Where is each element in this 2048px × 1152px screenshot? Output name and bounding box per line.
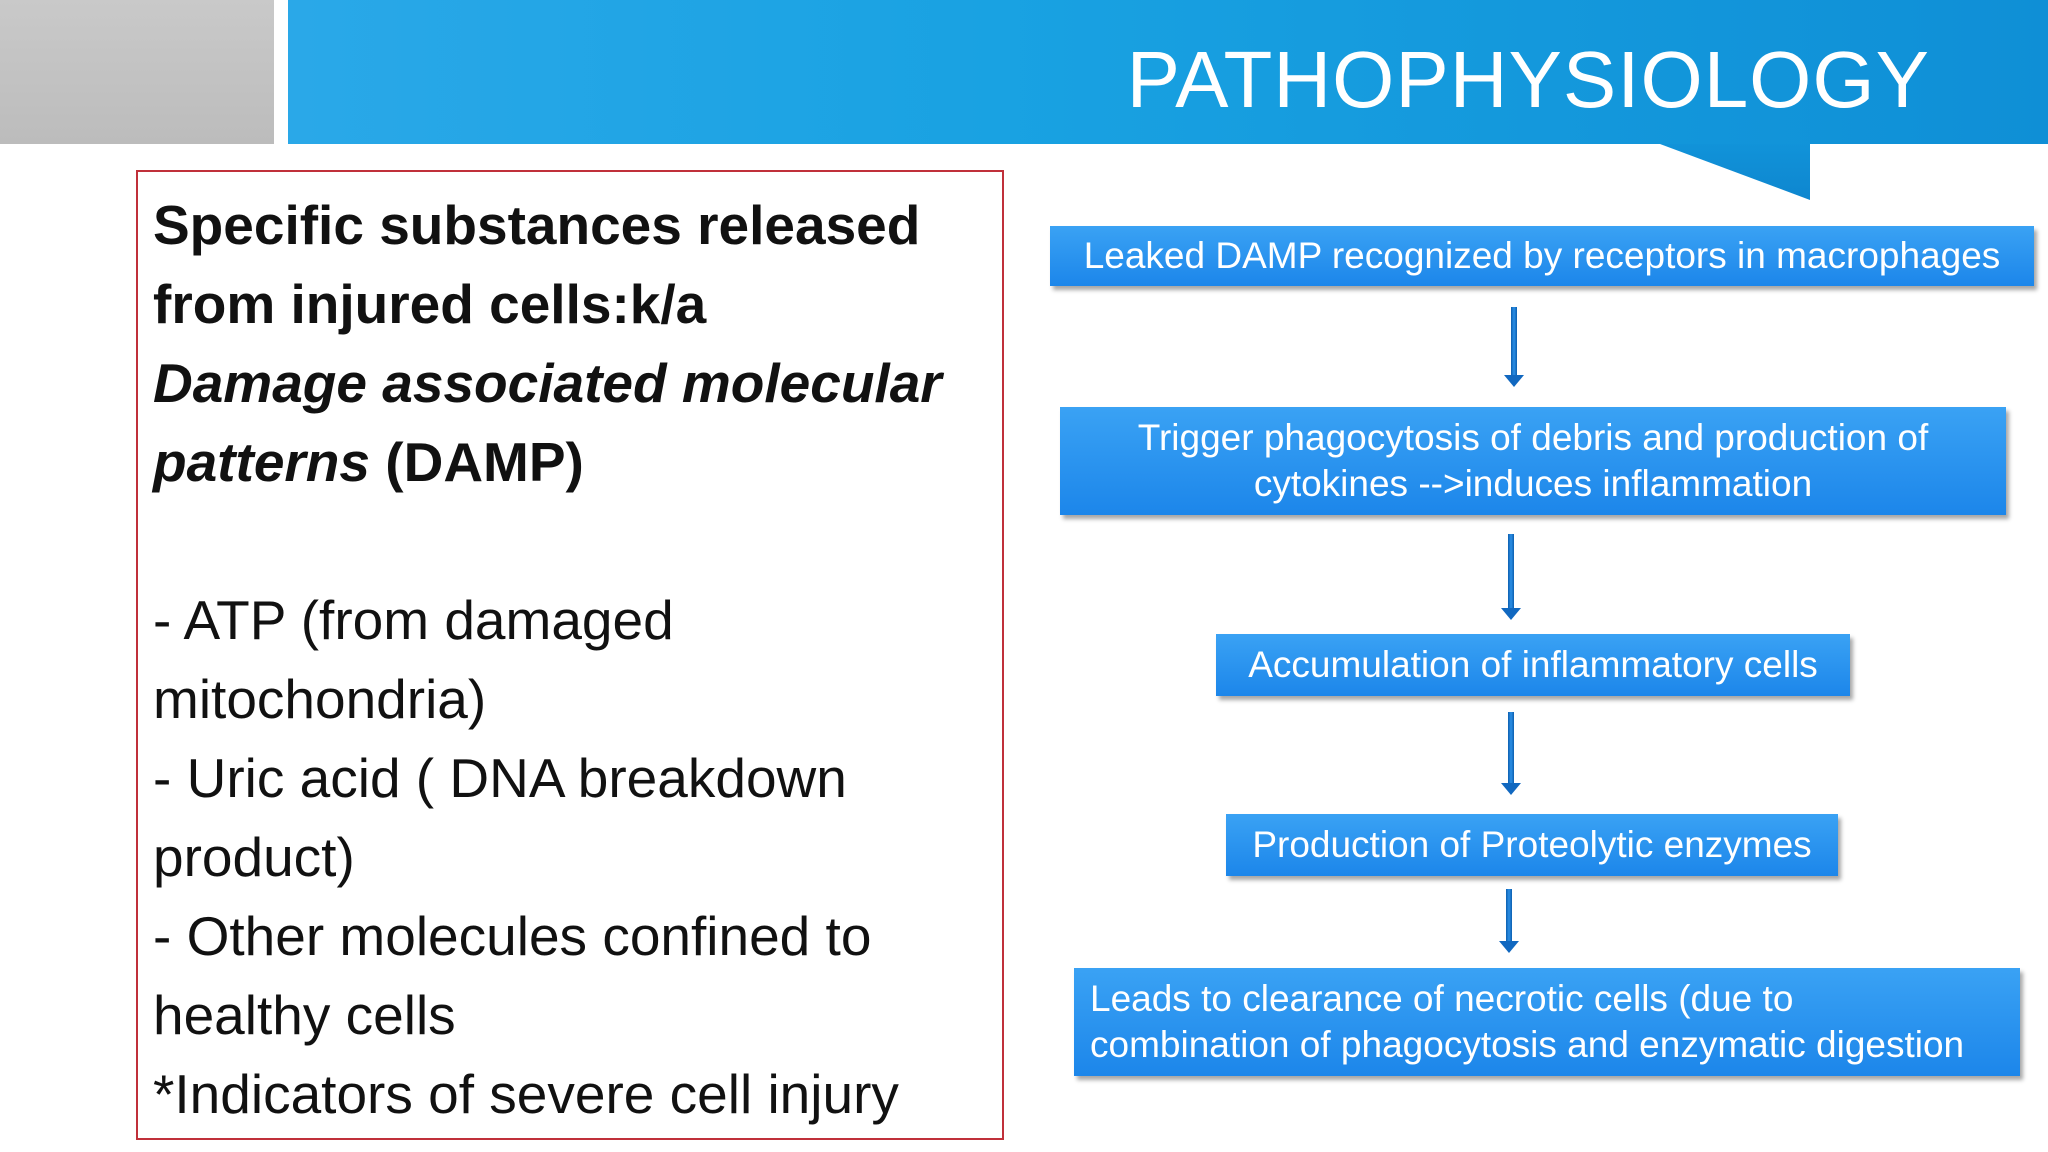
flow-step-2-line-2: cytokines -->induces inflammation: [1253, 463, 1813, 504]
flow-step-4-text: Production of Proteolytic enzymes: [1252, 824, 1812, 865]
flow-step-3-text: Accumulation of inflammatory cells: [1248, 644, 1818, 685]
info-heading-line-1: Specific substances released: [153, 194, 921, 256]
flow-step-5: Leads to clearance of necrotic cells (du…: [1074, 968, 2020, 1076]
damp-info-box: Specific substances released from injure…: [136, 170, 1004, 1140]
flow-step-1-text: Leaked DAMP recognized by receptors in m…: [1083, 235, 2001, 276]
info-heading-acronym: (DAMP): [370, 431, 584, 493]
flow-step-2-line-1: Trigger phagocytosis of debris and produ…: [1137, 417, 1929, 458]
flow-step-4: Production of Proteolytic enzymes: [1226, 814, 1838, 876]
flow-step-2: Trigger phagocytosis of debris and produ…: [1060, 407, 2006, 515]
info-item-other-line-2: healthy cells: [153, 984, 456, 1046]
info-heading-line-2: from injured cells:k/a: [153, 273, 707, 335]
info-spacer: [153, 502, 988, 581]
info-item-uric-acid-line-2: product): [153, 826, 355, 888]
info-heading-line-3: Damage associated molecular: [153, 352, 942, 414]
arrow-1-to-2-icon: [1504, 307, 1524, 387]
flow-step-1: Leaked DAMP recognized by receptors in m…: [1050, 226, 2034, 286]
flow-step-5-line-2: combination of phagocytosis and enzymati…: [1090, 1024, 1965, 1065]
header-band: [288, 0, 2048, 144]
page-title: PATHOPHYSIOLOGY: [1126, 35, 1930, 124]
info-item-atp-line-2: mitochondria): [153, 668, 487, 730]
info-note: *Indicators of severe cell injury: [153, 1063, 899, 1125]
flow-step-3: Accumulation of inflammatory cells: [1216, 634, 1850, 696]
info-heading-line-4: patterns (DAMP): [153, 423, 988, 502]
header-band-tab: [1660, 144, 1810, 200]
arrow-2-to-3-icon: [1501, 534, 1521, 620]
arrow-3-to-4-icon: [1501, 712, 1521, 795]
info-item-other-line-1: - Other molecules confined to: [153, 905, 872, 967]
header-grey-block: [0, 0, 274, 144]
info-heading-italic-term: patterns: [153, 431, 370, 493]
arrow-4-to-5-icon: [1499, 889, 1519, 953]
info-item-uric-acid-line-1: - Uric acid ( DNA breakdown: [153, 747, 847, 809]
info-item-atp-line-1: - ATP (from damaged: [153, 589, 674, 651]
flow-step-5-line-1: Leads to clearance of necrotic cells (du…: [1090, 978, 1794, 1019]
